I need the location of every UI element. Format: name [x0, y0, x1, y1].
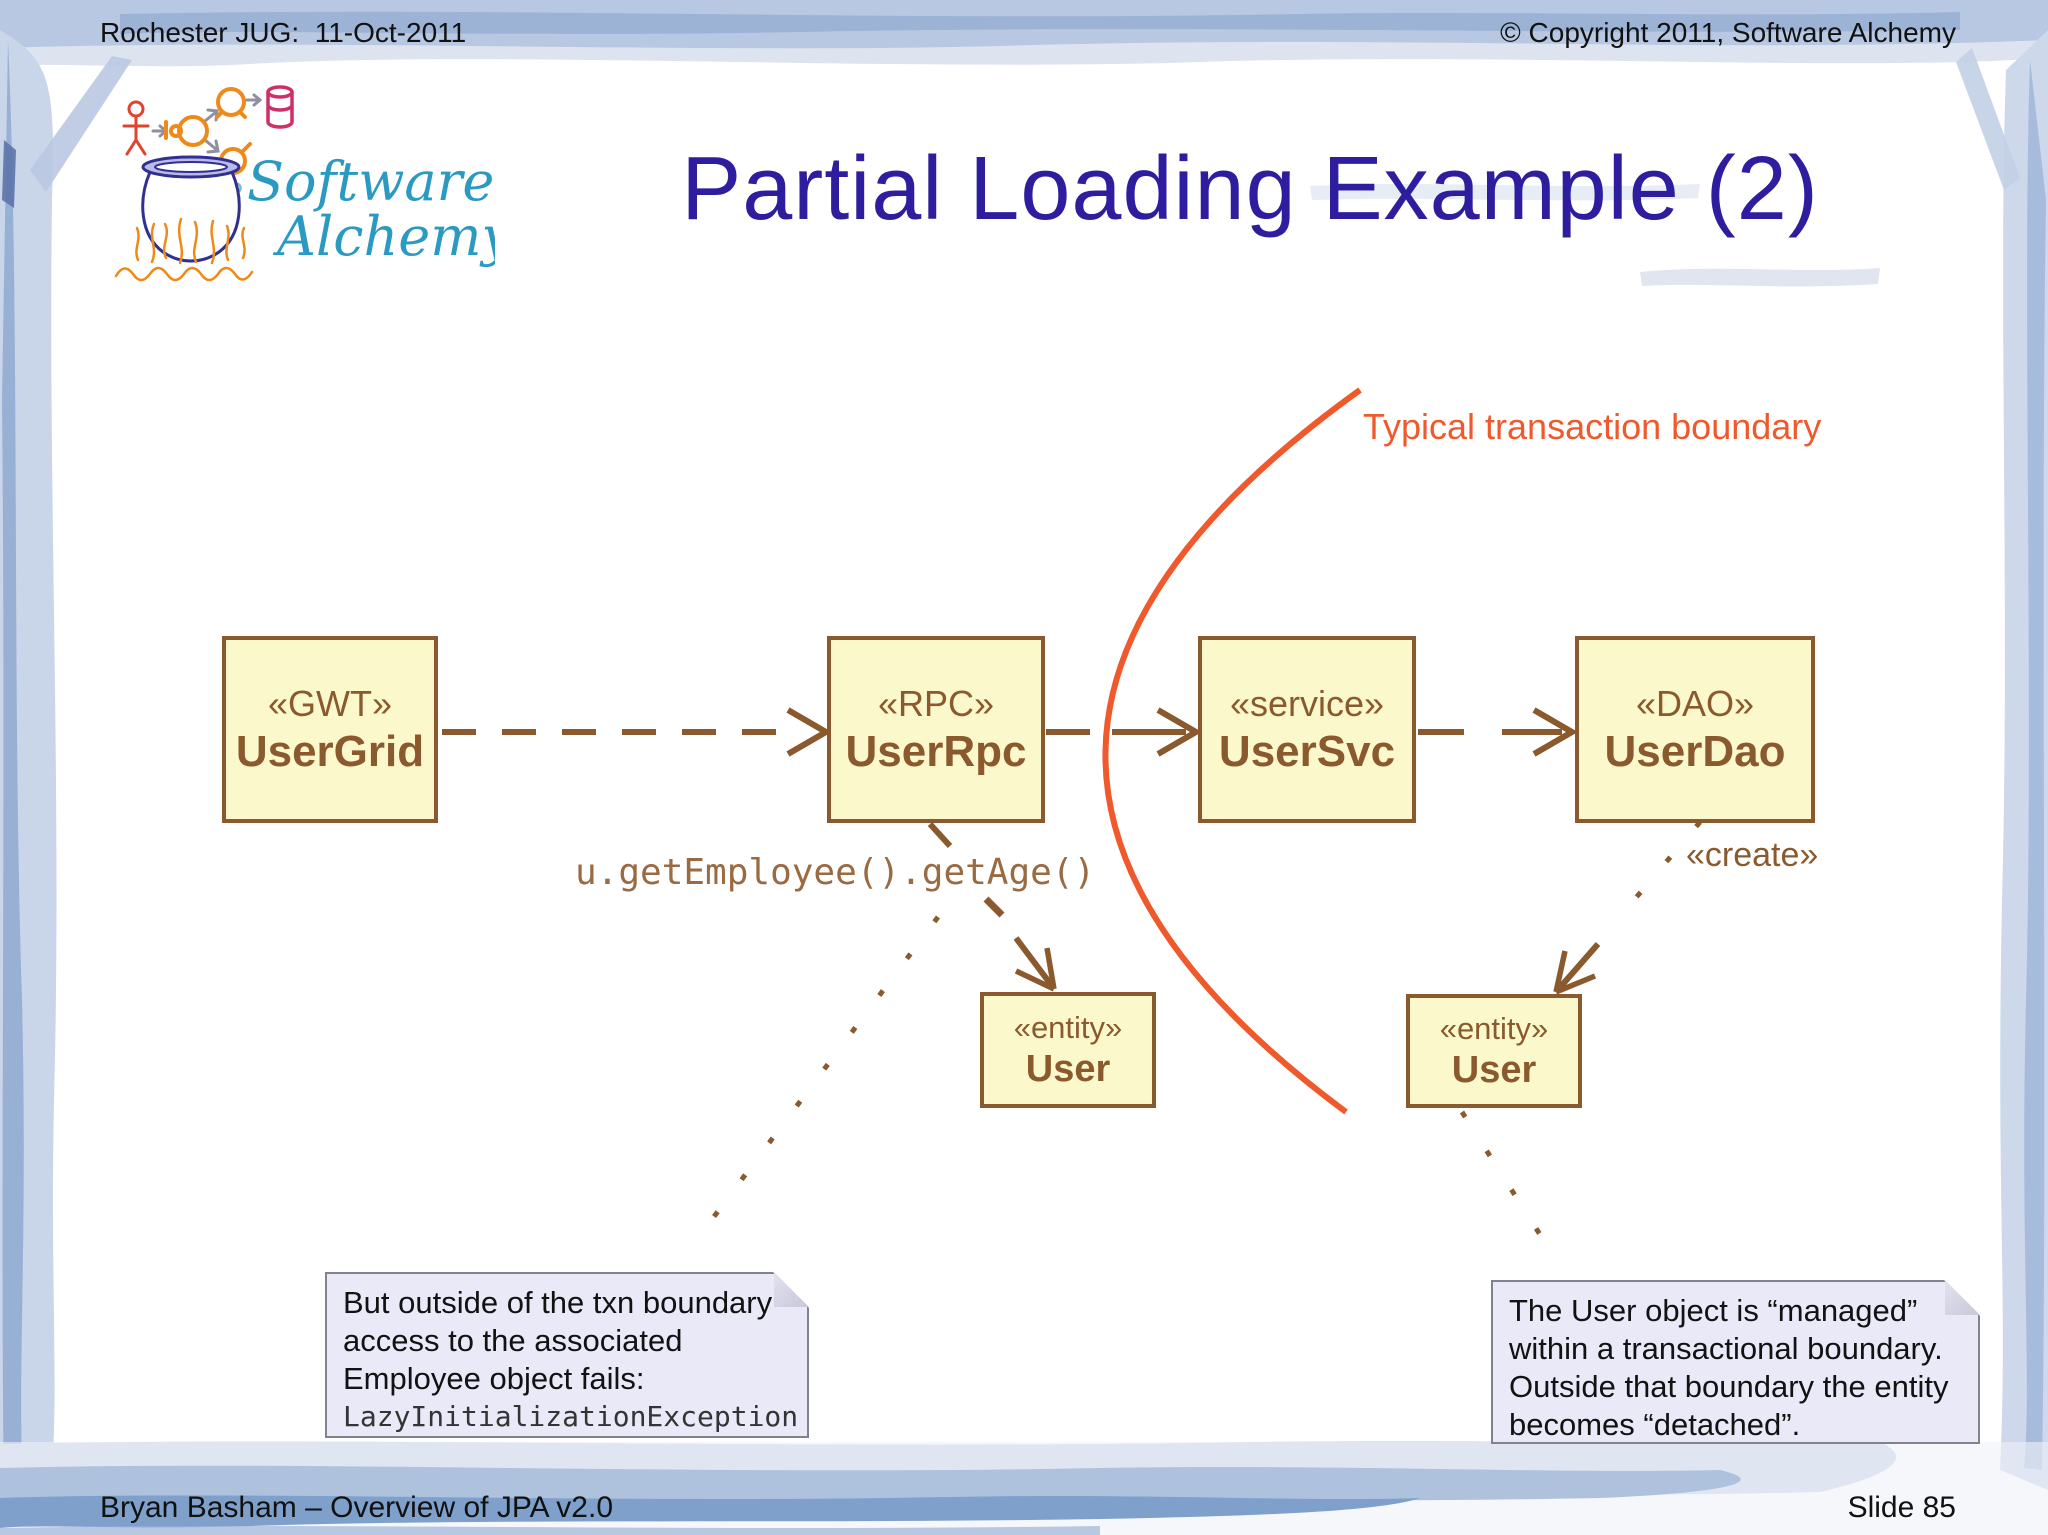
logo-flames	[114, 217, 254, 282]
logo-wordmark: Software Alchemy	[247, 150, 495, 268]
entity-box-user-left: «entity» User	[980, 992, 1156, 1108]
class-box-userdao: «DAO» UserDao	[1575, 636, 1815, 823]
stereotype-label: «service»	[1229, 682, 1385, 724]
note-line: Outside that boundary the entity	[1509, 1369, 1949, 1404]
class-box-usergrid: «GWT» UserGrid	[222, 636, 438, 823]
method-call-label: u.getEmployee().getAge()	[575, 852, 1096, 893]
class-box-usersvc: «service» UserSvc	[1198, 636, 1416, 823]
create-stereotype-label: «create»	[1686, 836, 1819, 874]
header-copyright: © Copyright 2011, Software Alchemy	[1500, 17, 1956, 48]
class-name: UserRpc	[845, 726, 1027, 776]
transaction-boundary-label: Typical transaction boundary	[1363, 406, 1822, 447]
note-line: But outside of the txn boundary	[343, 1285, 773, 1320]
note-exception-code: LazyInitializationException	[343, 1400, 799, 1433]
entity-box-user-right: «entity» User	[1406, 994, 1582, 1108]
logo-word-alchemy: Alchemy	[272, 205, 495, 268]
transaction-boundary-curve	[1102, 387, 1362, 1115]
logo-word-software: Software	[247, 150, 494, 213]
stereotype-label: «DAO»	[1635, 682, 1755, 724]
class-box-userrpc: «RPC» UserRpc	[827, 636, 1045, 823]
software-alchemy-logo: Software Alchemy	[114, 85, 495, 282]
class-name: UserDao	[1604, 726, 1786, 776]
footer-presenter: Bryan Basham – Overview of JPA v2.0	[100, 1491, 614, 1524]
note-lazy-init-exception: But outside of the txn boundary access t…	[325, 1272, 809, 1438]
slide-title: Partial Loading Example (2)	[681, 139, 1819, 239]
note-line: The User object is “managed”	[1509, 1293, 1918, 1328]
class-name: UserSvc	[1218, 726, 1396, 776]
footer-slide-number: Slide 85	[1847, 1491, 1956, 1524]
note-line: becomes “detached”.	[1509, 1407, 1801, 1442]
note-line: Employee object fails:	[343, 1361, 645, 1396]
stereotype-label: «RPC»	[877, 682, 995, 724]
note-line: access to the associated	[343, 1323, 683, 1358]
uml-arrows: UserRpc -->	[442, 707, 1601, 995]
stereotype-label: «entity»	[1439, 1011, 1549, 1046]
note-line: within a transactional boundary.	[1509, 1331, 1943, 1366]
class-name: UserGrid	[235, 726, 425, 776]
logo-cauldron	[114, 155, 254, 282]
stereotype-label: «GWT»	[267, 682, 392, 724]
note-managed-detached: The User object is “managed” within a tr…	[1491, 1280, 1980, 1444]
header-event-date: Rochester JUG: 11-Oct-2011	[100, 17, 467, 48]
stereotype-label: «entity»	[1013, 1010, 1123, 1045]
class-name: User	[1025, 1048, 1111, 1090]
class-name: User	[1451, 1049, 1537, 1091]
